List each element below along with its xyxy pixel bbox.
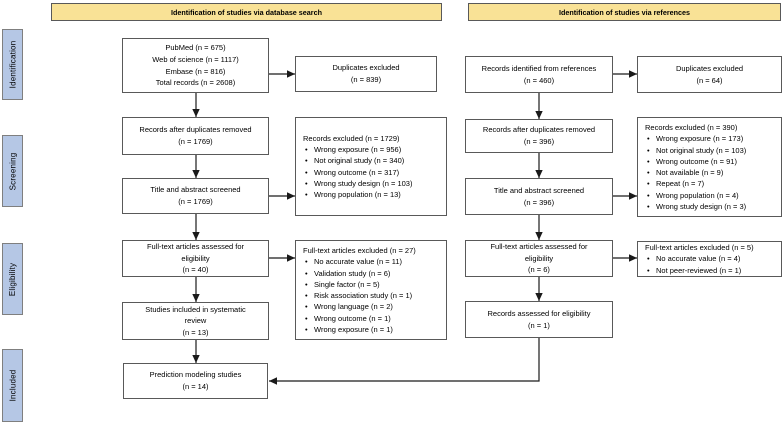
ref-records-assessed-box: Records assessed for eligibility (n = 1) xyxy=(465,301,613,338)
ref-title-abstract-text: Title and abstract screened (n = 396) xyxy=(493,185,585,207)
exclusion-reason: Wrong population (n = 13) xyxy=(303,189,442,201)
exclusion-reason: Repeat (n = 7) xyxy=(645,178,777,190)
db-title-abstract-text: Title and abstract screened (n = 1769) xyxy=(150,185,241,206)
stage-eligibility-label: Eligibility xyxy=(8,262,18,296)
stage-screening: Screening xyxy=(2,135,23,207)
exclusion-reason: Wrong outcome (n = 1) xyxy=(303,313,442,325)
exclusion-reason: Wrong exposure (n = 173) xyxy=(645,133,777,145)
db-records-excluded-title: Records excluded (n = 1729) xyxy=(303,133,400,143)
db-sources-text: PubMed (n = 675) Web of science (n = 111… xyxy=(152,43,239,88)
db-systematic-review-text: Studies included in systematic review (n… xyxy=(145,304,246,337)
prediction-modeling-text: Prediction modeling studies (n = 14) xyxy=(149,370,242,391)
exclusion-reason: Not available (n = 9) xyxy=(645,167,777,179)
exclusion-reason: Not original study (n = 103) xyxy=(645,145,777,157)
stage-included: Included xyxy=(2,349,23,422)
stage-screening-label: Screening xyxy=(8,152,18,190)
banner-database-search-label: Identification of studies via database s… xyxy=(171,7,322,17)
banner-database-search: Identification of studies via database s… xyxy=(51,3,442,21)
exclusion-reason: Risk association study (n = 1) xyxy=(303,290,442,302)
exclusion-reason: Validation study (n = 6) xyxy=(303,268,442,280)
exclusion-reason: Wrong exposure (n = 956) xyxy=(303,144,442,156)
db-title-abstract-box: Title and abstract screened (n = 1769) xyxy=(122,178,269,214)
exclusion-reason: Not peer-reviewed (n = 1) xyxy=(645,265,777,277)
db-after-duplicates-text: Records after duplicates removed (n = 17… xyxy=(139,125,252,146)
ref-fulltext-assessed-text: Full-text articles assessed for eligibil… xyxy=(490,242,588,275)
db-sources-box: PubMed (n = 675) Web of science (n = 111… xyxy=(122,38,269,93)
ref-records-excluded-title: Records excluded (n = 390) xyxy=(645,123,738,132)
ref-fulltext-assessed-box: Full-text articles assessed for eligibil… xyxy=(465,240,613,277)
db-records-excluded-box: Records excluded (n = 1729) Wrong exposu… xyxy=(295,117,447,216)
db-duplicates-excluded-box: Duplicates excluded (n = 839) xyxy=(295,56,437,92)
db-fulltext-excluded-list: No accurate value (n = 11) Validation st… xyxy=(303,256,442,335)
db-fulltext-excluded-title: Full-text articles excluded (n = 27) xyxy=(303,246,416,255)
db-fulltext-assessed-box: Full-text articles assessed for eligibil… xyxy=(122,240,269,277)
stage-eligibility: Eligibility xyxy=(2,243,23,315)
db-systematic-review-box: Studies included in systematic review (n… xyxy=(122,302,269,340)
exclusion-reason: Not original study (n = 340) xyxy=(303,155,442,167)
ref-duplicates-excluded-text: Duplicates excluded (n = 64) xyxy=(675,63,744,85)
stage-included-label: Included xyxy=(8,369,18,402)
ref-after-duplicates-box: Records after duplicates removed (n = 39… xyxy=(465,119,613,153)
ref-after-duplicates-text: Records after duplicates removed (n = 39… xyxy=(482,125,596,146)
ref-duplicates-excluded-box: Duplicates excluded (n = 64) xyxy=(637,56,782,93)
exclusion-reason: Wrong exposure (n = 1) xyxy=(303,324,442,336)
exclusion-reason: Single factor (n = 5) xyxy=(303,279,442,291)
ref-fulltext-excluded-list: No accurate value (n = 4) Not peer-revie… xyxy=(645,253,777,276)
ref-records-excluded-list: Wrong exposure (n = 173) Not original st… xyxy=(645,133,777,212)
banner-references-label: Identification of studies via references xyxy=(558,7,690,17)
exclusion-reason: Wrong study design (n = 103) xyxy=(303,178,442,190)
banner-references: Identification of studies via references xyxy=(468,3,781,21)
db-duplicates-excluded-text: Duplicates excluded (n = 839) xyxy=(332,63,400,84)
ref-title-abstract-box: Title and abstract screened (n = 396) xyxy=(465,178,613,215)
db-after-duplicates-box: Records after duplicates removed (n = 17… xyxy=(122,117,269,155)
exclusion-reason: No accurate value (n = 4) xyxy=(645,253,777,265)
exclusion-reason: Wrong study design (n = 3) xyxy=(645,201,777,213)
exclusion-reason: Wrong language (n = 2) xyxy=(303,301,442,313)
ref-fulltext-excluded-box: Full-text articles excluded (n = 5) No a… xyxy=(637,241,782,277)
exclusion-reason: Wrong population (n = 4) xyxy=(645,190,777,202)
ref-records-assessed-text: Records assessed for eligibility (n = 1) xyxy=(487,308,591,330)
ref-records-identified-text: Records identified from references (n = … xyxy=(481,63,597,85)
exclusion-reason: Wrong outcome (n = 317) xyxy=(303,167,442,179)
db-fulltext-assessed-text: Full-text articles assessed for eligibil… xyxy=(146,242,245,275)
exclusion-reason: No accurate value (n = 11) xyxy=(303,256,442,268)
ref-records-identified-box: Records identified from references (n = … xyxy=(465,56,613,93)
db-records-excluded-list: Wrong exposure (n = 956) Not original st… xyxy=(303,144,442,201)
db-fulltext-excluded-box: Full-text articles excluded (n = 27) No … xyxy=(295,240,447,340)
ref-records-excluded-box: Records excluded (n = 390) Wrong exposur… xyxy=(637,117,782,217)
stage-identification: Identification xyxy=(2,29,23,100)
stage-identification-label: Identification xyxy=(8,40,17,89)
ref-fulltext-excluded-title: Full-text articles excluded (n = 5) xyxy=(645,243,754,253)
prediction-modeling-box: Prediction modeling studies (n = 14) xyxy=(123,363,268,399)
exclusion-reason: Wrong outcome (n = 91) xyxy=(645,156,777,168)
